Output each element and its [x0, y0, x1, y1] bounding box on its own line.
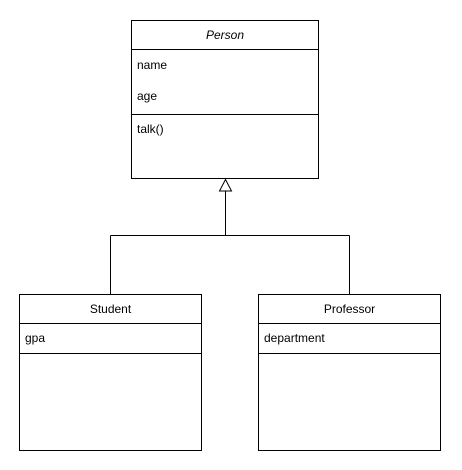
attribute-name[interactable]: name	[137, 58, 168, 72]
attributes-person: name age	[132, 50, 318, 115]
attributes-professor: department	[259, 324, 440, 354]
generalization-arrowhead	[218, 178, 233, 192]
attribute-age[interactable]: age	[137, 89, 158, 103]
class-student[interactable]: Student gpa	[19, 294, 202, 451]
class-person[interactable]: Person name age talk()	[131, 20, 319, 179]
class-professor[interactable]: Professor department	[258, 294, 441, 451]
attribute-department[interactable]: department	[264, 331, 325, 345]
class-name-person: Person	[132, 21, 318, 50]
class-name-professor: Professor	[259, 295, 440, 324]
operation-talk[interactable]: talk()	[137, 122, 164, 136]
class-name-student: Student	[20, 295, 201, 324]
attributes-student: gpa	[20, 324, 201, 354]
operations-person: talk()	[132, 115, 318, 143]
attribute-gpa[interactable]: gpa	[25, 331, 46, 345]
